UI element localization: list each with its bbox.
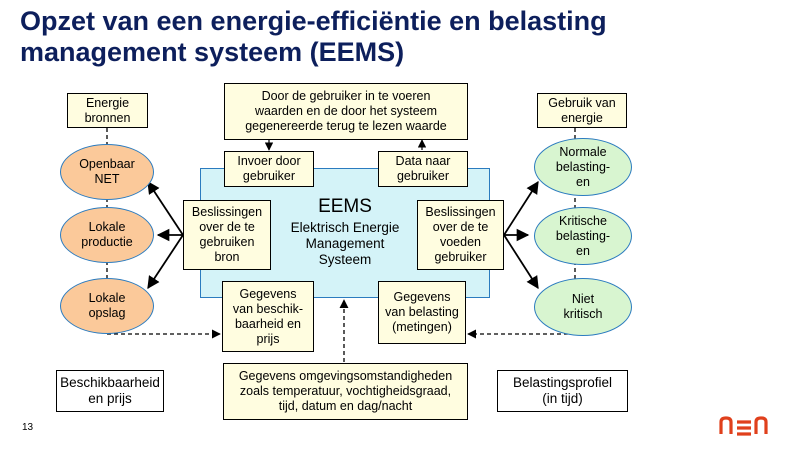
local-storage-node: Lokale opslag xyxy=(60,278,154,334)
eems-subtitle: Elektrisch Energie Management Systeem xyxy=(290,220,400,267)
user-values-box: Door de gebruiker in te voeren waarden e… xyxy=(224,83,468,140)
load-decision-box: Beslissingen over de te voeden gebruiker xyxy=(417,200,504,270)
load-profile-box: Belastingsprofiel (in tijd) xyxy=(497,370,628,412)
page-title: Opzet van een energie-efficiëntie en bel… xyxy=(20,6,607,67)
source-decision-box: Beslissingen over de te gebruiken bron xyxy=(183,200,271,270)
environment-data-box: Gegevens omgevingsomstandigheden zoals t… xyxy=(223,363,468,420)
decision-to-storage-arrow xyxy=(147,234,184,290)
load-data-box: Gegevens van belasting (metingen) xyxy=(378,281,466,344)
decision-to-net-arrow xyxy=(147,180,184,236)
user-output-box: Data naar gebruiker xyxy=(378,151,468,187)
availability-price-box: Beschikbaarheid en prijs xyxy=(56,370,164,412)
decision-to-noncritical-arrow xyxy=(503,234,539,290)
non-critical-loads-node: Niet kritisch xyxy=(534,278,632,336)
energy-sources-header: Energie bronnen xyxy=(67,93,148,128)
local-production-node: Lokale productie xyxy=(60,207,154,263)
decision-to-normal-arrow xyxy=(503,180,539,236)
nen-logo xyxy=(719,416,768,436)
energy-usage-header: Gebruik van energie xyxy=(537,93,627,128)
page-number: 13 xyxy=(22,422,34,433)
availability-data-box: Gegevens van beschik- baarheid en prijs xyxy=(222,281,314,352)
critical-loads-node: Kritische belasting- en xyxy=(534,207,632,265)
user-input-box: Invoer door gebruiker xyxy=(224,151,314,187)
normal-loads-node: Normale belasting- en xyxy=(534,138,632,196)
public-grid-node: Openbaar NET xyxy=(60,144,154,200)
eems-title: EEMS xyxy=(318,196,372,217)
